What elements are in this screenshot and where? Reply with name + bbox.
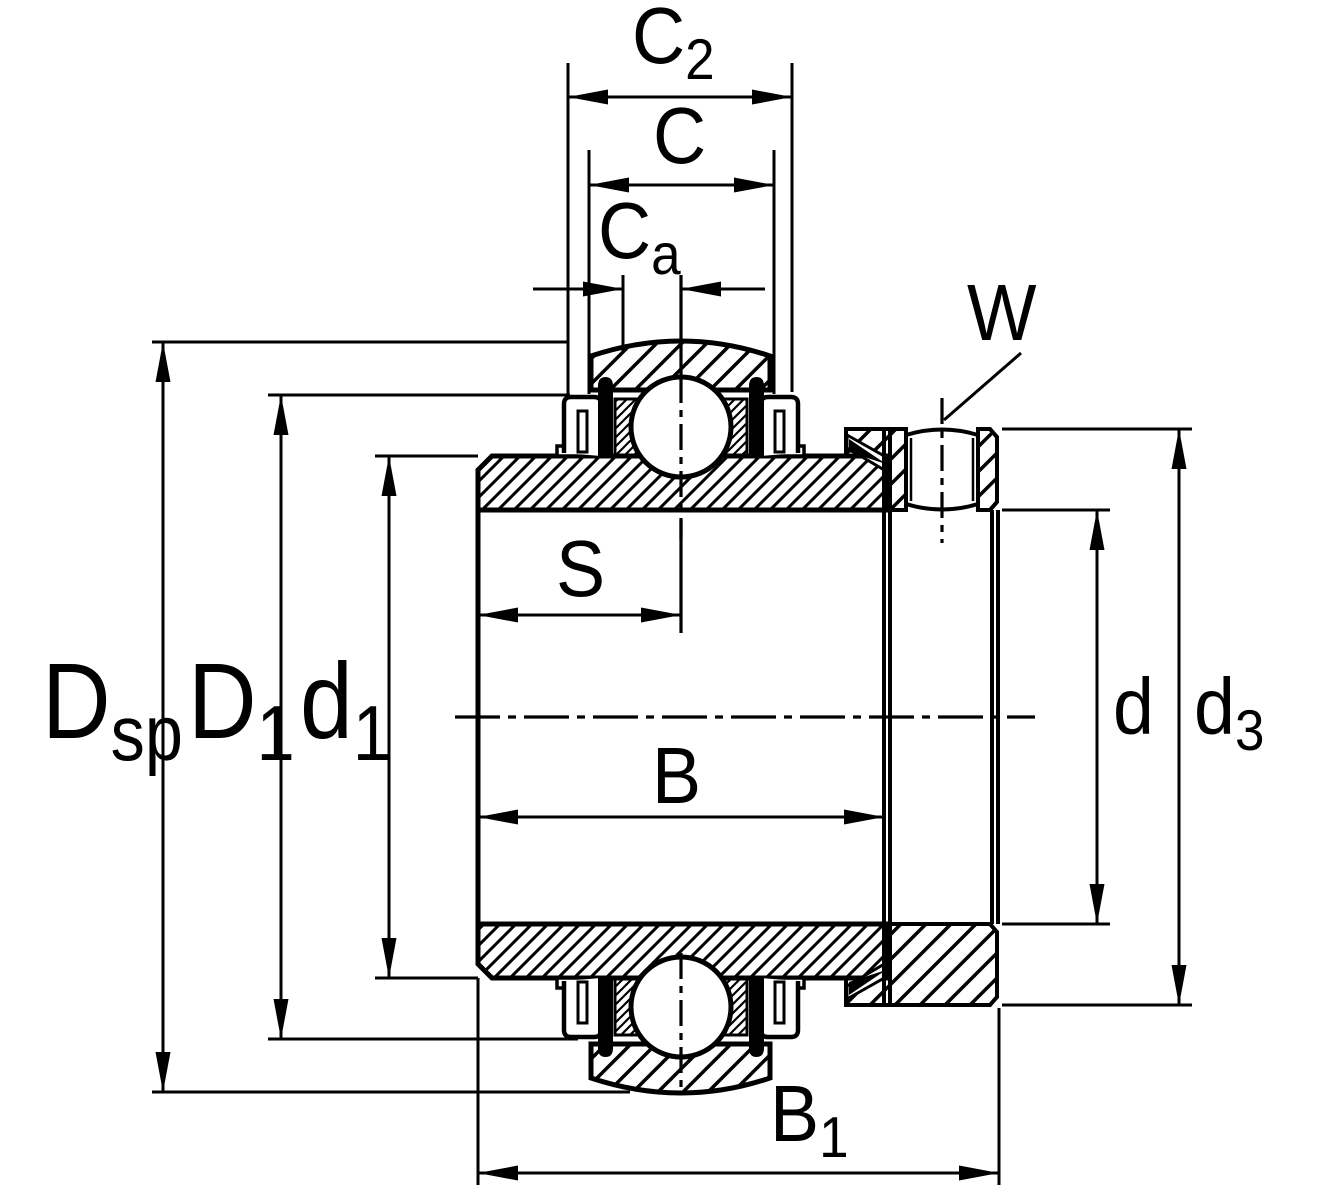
arrowhead xyxy=(568,89,608,105)
dimension-lines xyxy=(155,89,1187,1181)
dim-label-s: S xyxy=(556,524,606,613)
dim-b1 xyxy=(478,1165,999,1181)
dim-label-ca: Ca xyxy=(598,186,681,288)
arrowhead xyxy=(589,177,629,193)
arrowhead xyxy=(752,89,792,105)
dim-label-c: C xyxy=(653,91,707,180)
arrowhead xyxy=(273,395,289,435)
dim-d1-low xyxy=(381,456,397,978)
arrowhead xyxy=(681,281,721,297)
arrowhead xyxy=(155,342,171,382)
collar-clamp-edge xyxy=(849,970,886,995)
arrowhead xyxy=(1089,884,1105,924)
seal-lip xyxy=(773,409,786,454)
seal-lip xyxy=(773,980,786,1025)
seal-lip xyxy=(576,409,589,454)
collar-clamp-edge xyxy=(849,439,886,464)
seal-flinger xyxy=(749,978,764,1057)
grub-screw-threads xyxy=(909,438,975,501)
locking-collar-top xyxy=(844,427,999,512)
dim-d xyxy=(1089,510,1105,924)
dim-label-b: B xyxy=(652,731,702,820)
dim-ca xyxy=(533,281,765,297)
arrowhead xyxy=(155,1052,171,1092)
dim-label-b1: B1 xyxy=(770,1069,849,1171)
c2-extension-lines xyxy=(566,63,794,394)
arrowhead xyxy=(1171,965,1187,1005)
w-leader-line xyxy=(943,351,1022,422)
arrowhead xyxy=(844,809,884,825)
dim-c2 xyxy=(568,89,792,105)
collar-body-right xyxy=(976,427,999,512)
dim-b xyxy=(478,809,884,825)
collar-body-left xyxy=(888,427,908,512)
dim-s xyxy=(478,607,681,623)
arrowhead xyxy=(478,607,518,623)
locking-collar-bottom xyxy=(844,922,999,1007)
dim-label-d1-inner: d1 xyxy=(300,640,391,777)
d1low-extension-lines xyxy=(375,454,478,980)
dim-label-d3: d3 xyxy=(1194,662,1265,764)
c-extension-lines xyxy=(587,150,776,394)
collar-body xyxy=(888,922,999,1007)
arrowhead xyxy=(1089,510,1105,550)
seal-flinger xyxy=(749,377,764,456)
dim-label-d1-outer: D1 xyxy=(188,640,295,777)
seal-flinger xyxy=(598,377,613,456)
dim-label-w: W xyxy=(967,268,1037,357)
seal-bottom-right xyxy=(749,976,806,1057)
arrowhead xyxy=(273,999,289,1039)
arrowhead xyxy=(583,281,623,297)
d-extension-lines xyxy=(1002,508,1110,926)
b1-extension-lines xyxy=(476,978,1001,1185)
d1cap-extension-lines xyxy=(268,393,578,1041)
dsp-extension-lines xyxy=(152,340,630,1094)
arrowhead xyxy=(381,938,397,978)
seal-lip xyxy=(576,980,589,1025)
dim-c xyxy=(589,177,774,193)
arrowhead xyxy=(478,809,518,825)
dim-label-dsp: Dsp xyxy=(42,640,183,777)
dim-dsp xyxy=(155,342,171,1092)
dim-d3 xyxy=(1171,429,1187,1005)
dim-label-d: d xyxy=(1113,662,1154,751)
seal-bottom-left xyxy=(555,976,613,1057)
arrowhead xyxy=(478,1165,518,1181)
dim-d1-cap xyxy=(273,395,289,1039)
arrowhead xyxy=(959,1165,999,1181)
seal-flinger xyxy=(598,978,613,1057)
dim-label-c2: C2 xyxy=(632,0,715,93)
d3-extension-lines xyxy=(1002,427,1192,1007)
arrowhead xyxy=(641,607,681,623)
arrowhead xyxy=(1171,429,1187,469)
arrowhead xyxy=(381,456,397,496)
arrowhead xyxy=(734,177,774,193)
extension-lines xyxy=(152,63,1192,1185)
seal-top-left xyxy=(555,377,613,458)
seal-top-right xyxy=(749,377,806,458)
